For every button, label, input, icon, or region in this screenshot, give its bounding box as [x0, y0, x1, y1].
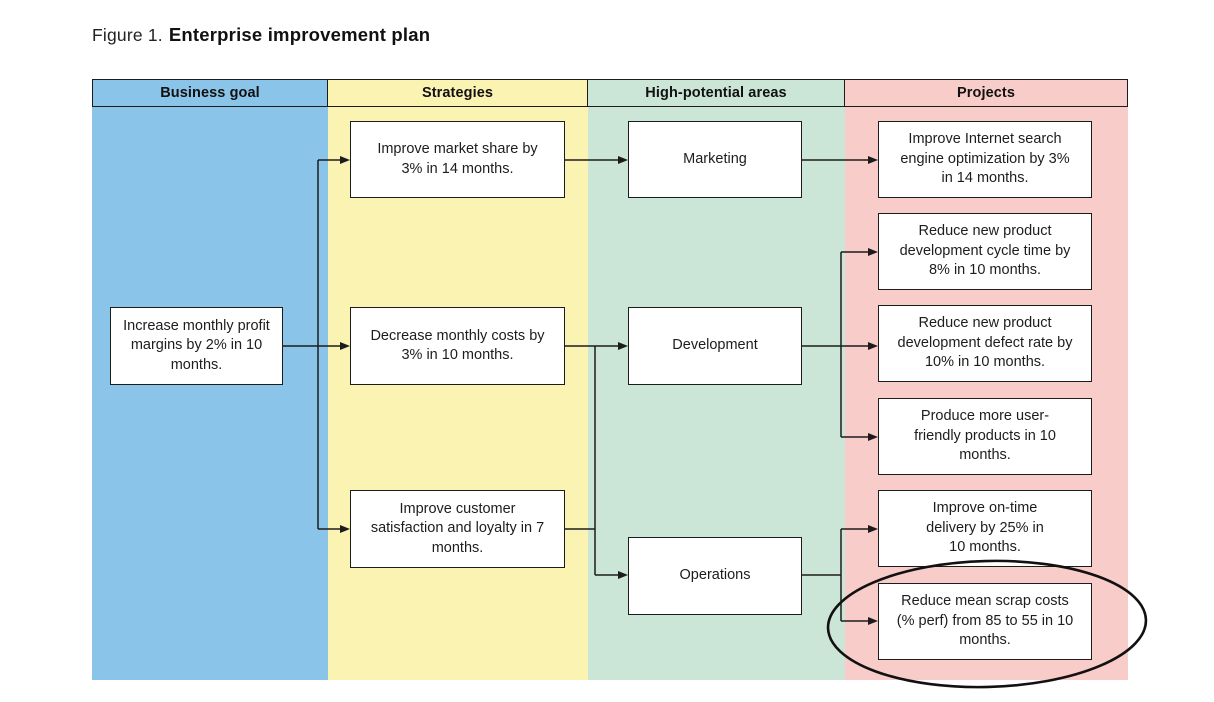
figure-number: Figure 1. — [92, 25, 163, 45]
node-project-cycle-time: Reduce new product development cycle tim… — [878, 213, 1092, 290]
node-project-delivery: Improve on-time delivery by 25% in 10 mo… — [878, 490, 1092, 567]
node-project-seo: Improve Internet search engine optimizat… — [878, 121, 1092, 198]
node-project-user-friendly: Produce more user-friendly products in 1… — [878, 398, 1092, 475]
column-header-projects: Projects — [845, 79, 1128, 107]
column-header-strategies: Strategies — [328, 79, 588, 107]
node-strategy-market-share: Improve market share by 3% in 14 months. — [350, 121, 565, 198]
node-project-defect-rate: Reduce new product development defect ra… — [878, 305, 1092, 382]
figure-title: Figure 1.Enterprise improvement plan — [92, 24, 430, 46]
column-header-business-goal: Business goal — [92, 79, 328, 107]
figure-heading: Enterprise improvement plan — [168, 24, 431, 45]
node-area-development: Development — [628, 307, 802, 385]
column-header-high-potential-areas: High-potential areas — [588, 79, 845, 107]
node-business-goal: Increase monthly profit margins by 2% in… — [110, 307, 283, 385]
node-project-scrap: Reduce mean scrap costs (% perf) from 85… — [878, 583, 1092, 660]
node-area-operations: Operations — [628, 537, 802, 615]
node-strategy-costs: Decrease monthly costs by 3% in 10 month… — [350, 307, 565, 385]
enterprise-improvement-diagram: Business goal Strategies High-potential … — [92, 79, 1128, 680]
node-area-marketing: Marketing — [628, 121, 802, 198]
node-strategy-satisfaction: Improve customer satisfaction and loyalt… — [350, 490, 565, 568]
